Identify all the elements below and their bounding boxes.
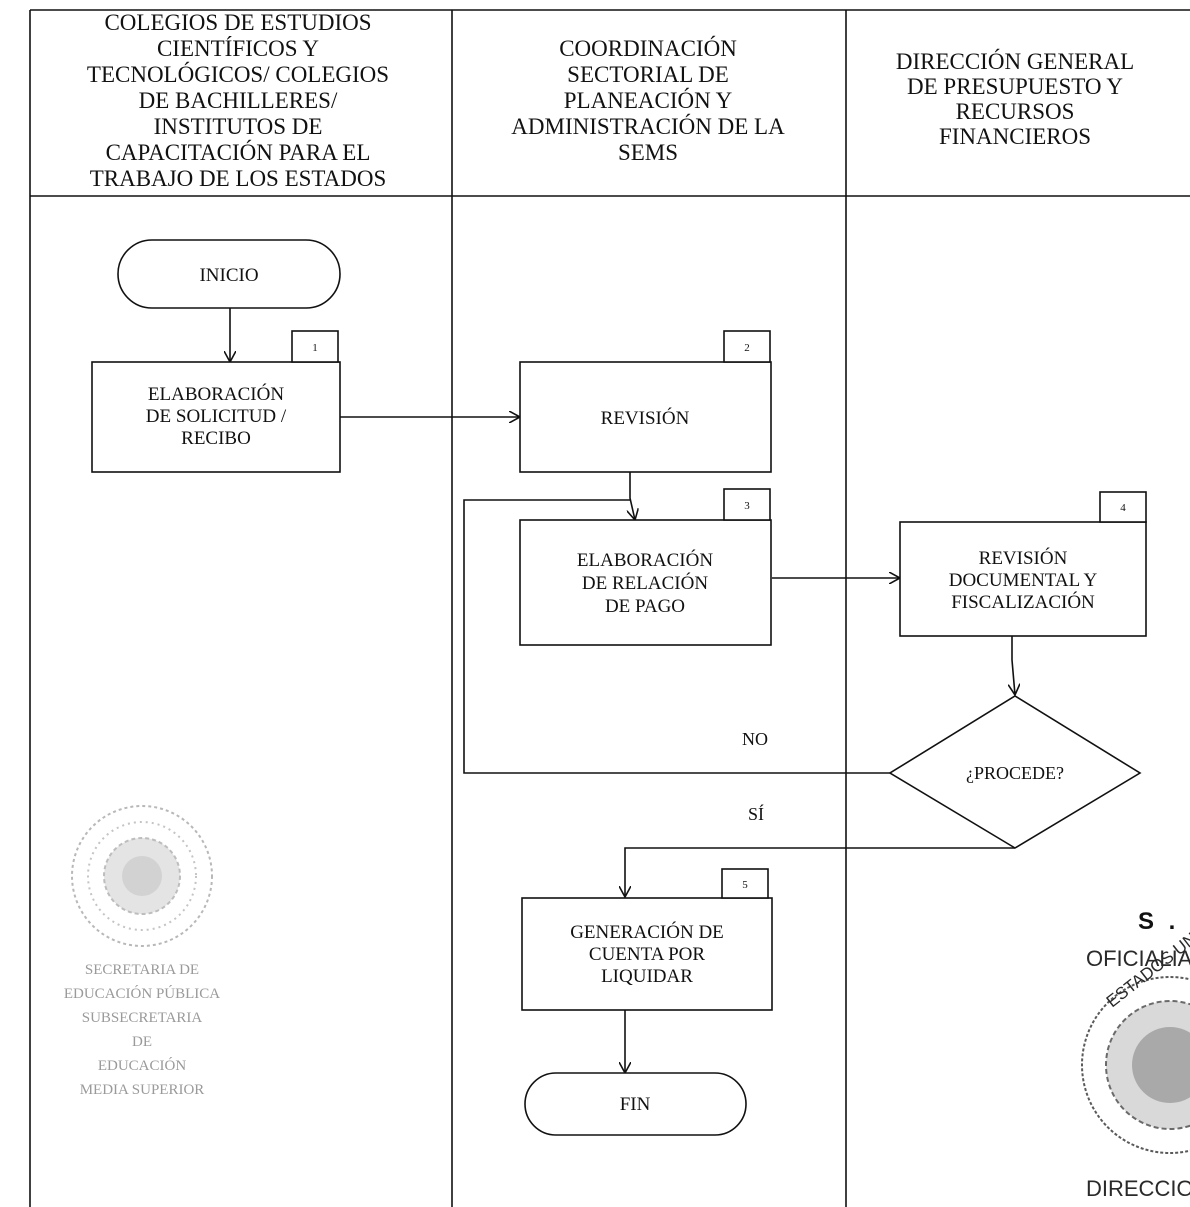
step-number-box — [1099, 491, 1147, 523]
step-number: 3 — [744, 500, 750, 512]
text-line: DE PAGO — [605, 596, 685, 617]
svg-text:¿PROCEDE?: ¿PROCEDE? — [966, 763, 1064, 783]
step-number: 5 — [742, 879, 748, 891]
text-line: REVISIÓN — [979, 547, 1068, 569]
text-line: CIENTÍFICOS Y — [157, 36, 319, 61]
svg-text:INICIO: INICIO — [199, 265, 258, 286]
text-line: LIQUIDAR — [601, 966, 693, 987]
text-line: SEMS — [618, 140, 678, 165]
step-number: 2 — [744, 342, 750, 354]
seal-emblem-icon — [71, 805, 213, 947]
edge-decision-si — [625, 847, 1015, 897]
lane-grid — [29, 9, 1190, 1207]
text-line: TECNOLÓGICOS/ COLEGIOS — [87, 61, 389, 87]
text-line: EDUCACIÓN PÚBLICA — [64, 985, 220, 1002]
step-number-box — [721, 868, 769, 899]
text-line: GENERACIÓN DE — [570, 921, 724, 943]
text-line: INSTITUTOS DE — [154, 114, 323, 139]
step-number: 1 — [312, 342, 318, 354]
national-seal-icon — [1081, 976, 1190, 1154]
text-line: SUBSECRETARIA — [82, 1010, 203, 1026]
text-line: RECIBO — [181, 428, 251, 449]
text-line: INICIO — [199, 265, 258, 286]
text-line: DE RELACIÓN — [582, 572, 708, 594]
text-line: DE — [132, 1034, 152, 1050]
step-number-box — [291, 330, 339, 363]
text-line: ELABORACIÓN — [148, 383, 284, 405]
text-line: REVISIÓN — [601, 407, 690, 429]
text-line: CUENTA POR — [589, 944, 706, 965]
text-line: DE BACHILLERES/ — [139, 88, 338, 113]
edge-step2-step3 — [630, 472, 635, 520]
text-line: COORDINACIÓN — [559, 35, 737, 61]
text-line: PLANEACIÓN Y — [564, 87, 733, 113]
text-line: SECRETARIA DE — [85, 962, 199, 978]
step-number-box — [723, 330, 771, 363]
text-line: ¿PROCEDE? — [966, 763, 1064, 783]
text-line: TRABAJO DE LOS ESTADOS — [90, 166, 387, 191]
end-terminator: FIN — [524, 1072, 747, 1136]
text-line: MEDIA SUPERIOR — [80, 1082, 205, 1098]
stamp-right-bottom: DIRECCION G — [1086, 1176, 1190, 1201]
text-line: SECTORIAL DE — [567, 62, 729, 87]
text-line: COLEGIOS DE ESTUDIOS — [104, 10, 371, 35]
stamp-right-line2: OFICIALIA — [1086, 946, 1190, 971]
connectors — [230, 308, 1015, 1073]
official-stamp-left: SECRETARIA DE EDUCACIÓN PÚBLICA SUBSECRETA… — [64, 805, 220, 1098]
text-line: ADMINISTRACIÓN DE LA — [511, 113, 785, 139]
start-terminator: INICIO — [117, 239, 341, 309]
official-stamp-right: S . E OFICIALIA ESTADOS UNID DIRECCION G — [1081, 908, 1190, 1201]
edge-step4-decision — [1012, 636, 1015, 695]
svg-text:REVISIÓN: REVISIÓN — [601, 407, 690, 429]
text-line: FIN — [620, 1094, 651, 1115]
edge-label-no: NO — [742, 729, 768, 749]
text-line: DE PRESUPUESTO Y — [907, 74, 1123, 99]
text-line: RECURSOS — [956, 99, 1075, 124]
text-line: FISCALIZACIÓN — [951, 591, 1095, 613]
stamp-right-top: S . E — [1138, 908, 1190, 935]
text-line: DE SOLICITUD / — [146, 406, 287, 427]
text-line: CAPACITACIÓN PARA EL — [106, 139, 371, 165]
step-number: 4 — [1120, 502, 1126, 514]
text-line: DIRECCIÓN GENERAL — [896, 48, 1134, 74]
text-line: DOCUMENTAL Y — [949, 570, 1098, 591]
svg-text:FIN: FIN — [620, 1094, 651, 1115]
step-number-box — [723, 488, 771, 521]
process-step-2: REVISIÓN 2 — [519, 330, 772, 473]
text-line: EDUCACIÓN — [98, 1057, 186, 1074]
decision-procede: ¿PROCEDE? — [888, 695, 1142, 849]
edge-decision-no — [463, 499, 890, 774]
text-line: ELABORACIÓN — [577, 549, 713, 571]
text-line: FINANCIEROS — [939, 124, 1091, 149]
edge-label-si: SÍ — [748, 803, 764, 824]
